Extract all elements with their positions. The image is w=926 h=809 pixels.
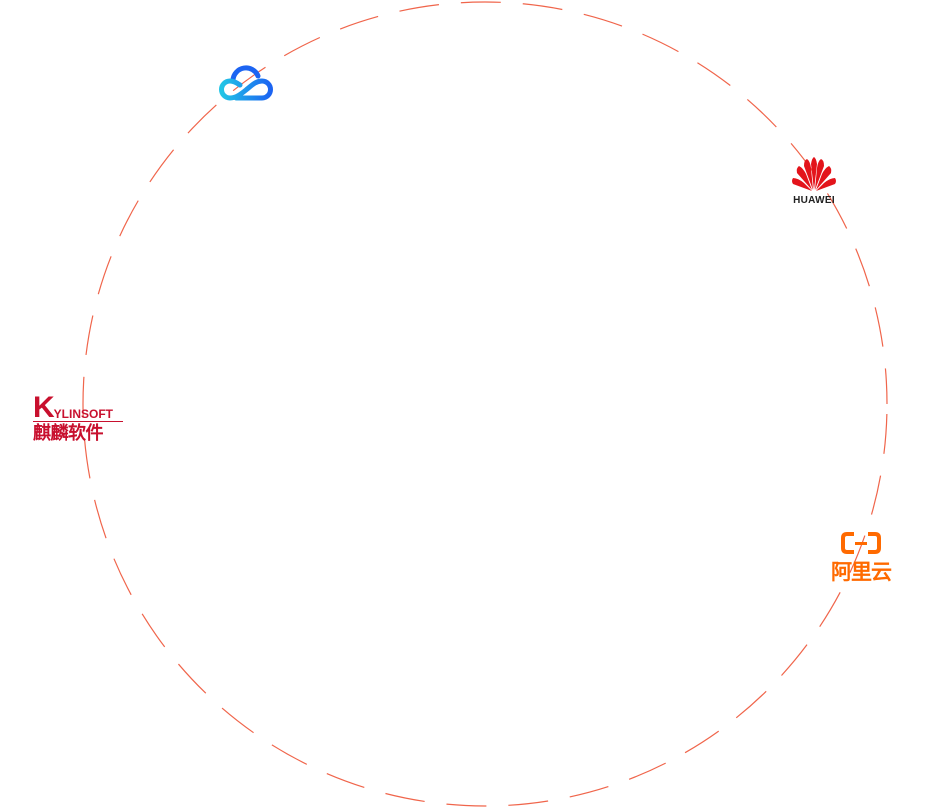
- aliyun-bracket-icon: [841, 532, 881, 554]
- kylinsoft-k-letter: K: [33, 391, 55, 424]
- kylinsoft-wordmark: YLINSOFT: [53, 407, 114, 421]
- huawei-logo: HUAWEI: [788, 156, 840, 208]
- kylinsoft-chinese-name: 麒麟软件: [33, 423, 104, 443]
- kylinsoft-logo: K YLINSOFT 麒麟软件: [33, 391, 123, 447]
- huawei-flower-icon: [792, 157, 836, 191]
- aliyun-logo: 阿里云: [828, 532, 894, 588]
- tencent-cloud-logo: [216, 60, 274, 102]
- tencent-cloud-icon: [219, 65, 273, 101]
- aliyun-chinese-name: 阿里云: [831, 561, 892, 584]
- huawei-wordmark: HUAWEI: [793, 195, 835, 206]
